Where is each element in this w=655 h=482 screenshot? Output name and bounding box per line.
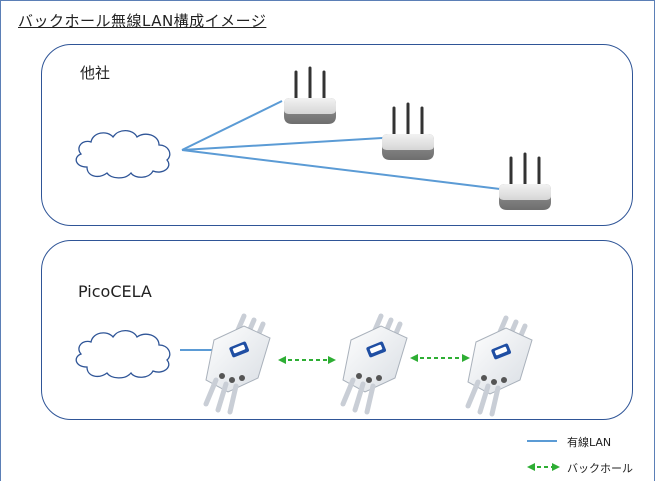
access-point-icon (465, 315, 533, 417)
wired-line-2 (181, 137, 384, 151)
picocela-label: PicoCELA (78, 282, 152, 301)
cloud-icon (75, 329, 171, 379)
wired-line-3 (181, 149, 501, 190)
legend-backhaul-label: バックホール (567, 462, 633, 475)
cloud-icon (75, 129, 171, 179)
competitor-label: 他社 (80, 64, 111, 82)
router-icon (499, 152, 551, 210)
picocela-panel (41, 240, 633, 420)
legend-wired-label: 有線LAN (567, 436, 612, 449)
access-point-icon (340, 313, 408, 415)
router-icon (284, 66, 336, 124)
access-point-icon (203, 313, 271, 415)
page-title: バックホール無線LAN構成イメージ (18, 12, 267, 30)
wired-lines (181, 100, 501, 190)
wired-line-1 (181, 100, 283, 151)
router-icon (382, 102, 434, 160)
